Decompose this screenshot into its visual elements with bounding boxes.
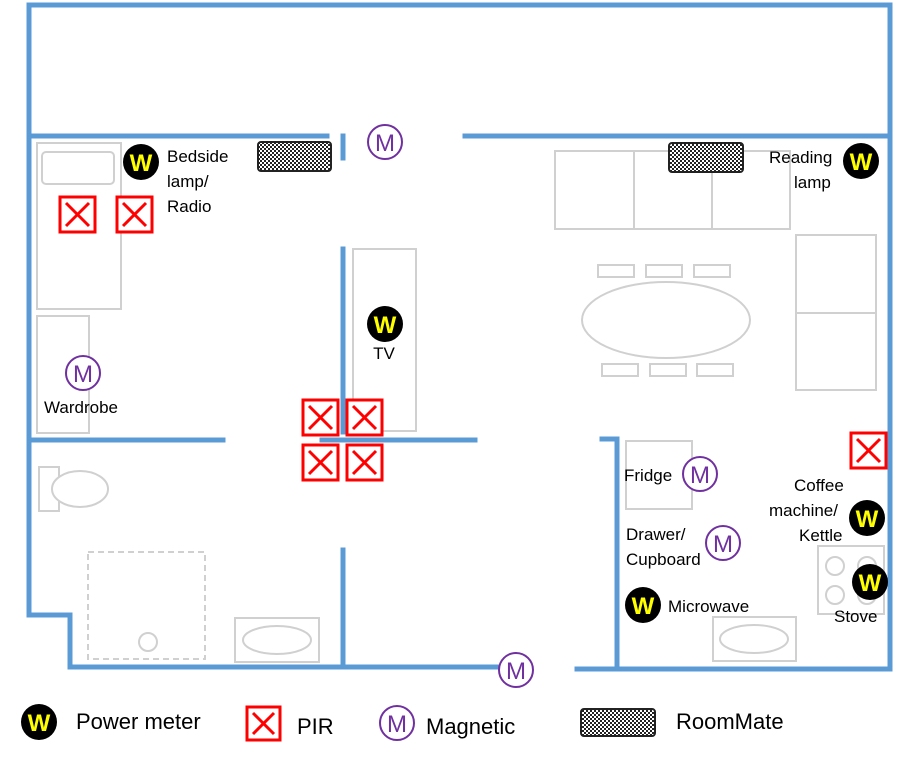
furniture xyxy=(36,142,885,663)
chair xyxy=(649,363,687,377)
magnetic-icon: M xyxy=(682,456,718,492)
power-meter-icon: W xyxy=(21,704,57,740)
label-coffee-line3: Kettle xyxy=(799,526,842,545)
label-bedside-line3: Radio xyxy=(167,197,211,216)
label-fridge: Fridge xyxy=(624,466,672,485)
svg-text:W: W xyxy=(850,149,873,176)
svg-text:M: M xyxy=(506,658,526,685)
chair xyxy=(601,363,639,377)
legend-pir: PIR xyxy=(297,714,334,739)
chair xyxy=(696,363,734,377)
pir-icon xyxy=(245,705,282,742)
power-meter-icon: W xyxy=(367,306,403,342)
pir-icon xyxy=(115,195,154,234)
roommate-sensor xyxy=(580,708,656,737)
label-coffee-line2: machine/ xyxy=(769,501,838,520)
side-cabinet-2 xyxy=(795,312,877,391)
label-microwave: Microwave xyxy=(668,597,749,616)
pir-icon xyxy=(58,195,97,234)
magnetic-icon: M xyxy=(498,652,534,688)
magnetic-icon: M xyxy=(379,705,415,741)
shower xyxy=(87,551,206,660)
svg-text:M: M xyxy=(387,711,407,738)
pir-icon xyxy=(301,398,340,437)
cabinet-1 xyxy=(554,150,635,230)
legend-roommate: RoomMate xyxy=(676,709,784,734)
svg-text:W: W xyxy=(130,150,153,177)
magnetic-icon: M xyxy=(367,124,403,160)
legend: W Power meter PIR M Magnetic RoomMate xyxy=(21,704,784,742)
label-bedside-line1: Bedside xyxy=(167,147,228,166)
svg-text:W: W xyxy=(374,312,397,339)
svg-text:M: M xyxy=(73,361,93,388)
shower-drain xyxy=(138,632,158,652)
magnetic-icon: M xyxy=(705,525,741,561)
legend-magnetic: Magnetic xyxy=(426,714,515,739)
label-wardrobe: Wardrobe xyxy=(44,398,118,417)
label-coffee-line1: Coffee xyxy=(794,476,844,495)
label-reading-line2: lamp xyxy=(794,173,831,192)
power-meter-icon: W xyxy=(123,144,159,180)
pir-icon xyxy=(849,431,888,470)
chair xyxy=(645,264,683,278)
outer-wall-left xyxy=(26,2,346,670)
pir-icon xyxy=(301,443,340,482)
kitchen-sink xyxy=(719,624,789,654)
chair xyxy=(597,264,635,278)
roommate-sensor xyxy=(257,141,332,172)
power-meter-icon: W xyxy=(843,143,879,179)
svg-text:W: W xyxy=(632,593,655,620)
label-reading-line1: Reading xyxy=(769,148,832,167)
label-bedside-line2: lamp/ xyxy=(167,172,209,191)
walls xyxy=(26,2,893,672)
power-meter-icon: W xyxy=(849,500,885,536)
svg-text:W: W xyxy=(28,710,51,737)
toilet-bowl xyxy=(51,470,109,508)
pillow xyxy=(41,151,115,185)
side-cabinet-1 xyxy=(795,234,877,314)
power-meter-icon: W xyxy=(625,587,661,623)
outer-wall xyxy=(26,2,893,672)
svg-text:W: W xyxy=(859,570,882,597)
burner xyxy=(825,556,845,576)
bathroom-sink xyxy=(242,625,312,655)
svg-text:M: M xyxy=(690,462,710,489)
pir-icon xyxy=(345,443,384,482)
chair xyxy=(693,264,731,278)
power-meter-icon: W xyxy=(852,564,888,600)
svg-text:M: M xyxy=(375,130,395,157)
label-drawer-line1: Drawer/ xyxy=(626,525,686,544)
label-drawer-line2: Cupboard xyxy=(626,550,701,569)
pir-icon xyxy=(345,398,384,437)
dining-table xyxy=(581,281,751,359)
svg-text:M: M xyxy=(713,531,733,558)
legend-power-meter: Power meter xyxy=(76,709,201,734)
label-stove: Stove xyxy=(834,607,877,626)
roommate-sensor xyxy=(668,142,744,173)
magnetic-icon: M xyxy=(65,355,101,391)
label-tv: TV xyxy=(373,344,395,363)
svg-text:W: W xyxy=(856,506,879,533)
burner xyxy=(825,585,845,605)
wall-kitchen xyxy=(599,436,620,672)
